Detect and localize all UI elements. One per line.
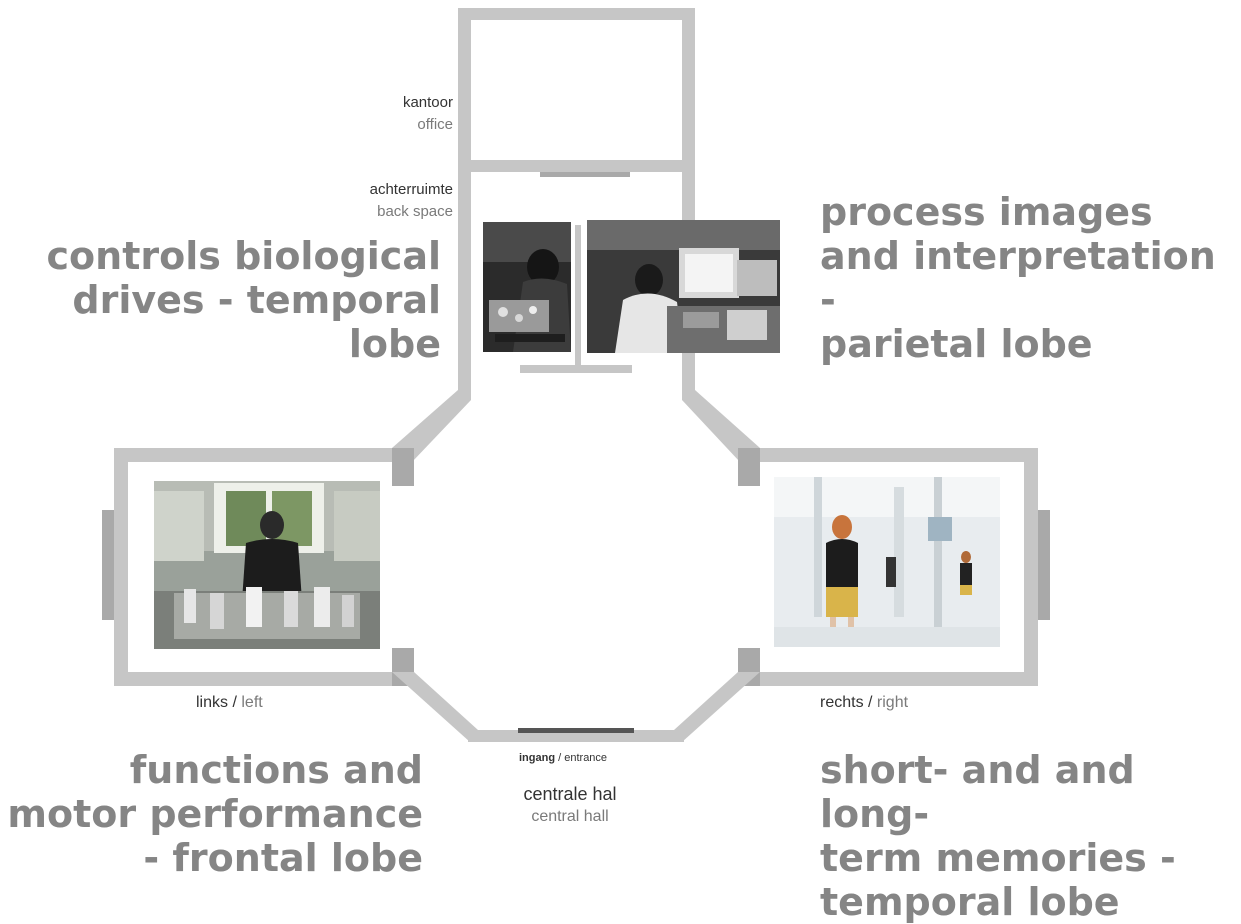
left-room-photo [154,481,380,649]
annotation-right-line-2: term memories - [820,836,1176,880]
annotation-right-top: process images and interpretation - pari… [820,190,1241,366]
annotation-back-space-line-1: controls biological [46,234,441,278]
photo-image-1 [483,222,571,352]
annotation-left-line-1: functions and [129,748,423,792]
annotation-right-top-line-1: process images [820,190,1153,234]
annotation-back-space: controls biological drives - temporal lo… [1,234,441,366]
entrance-label-en: entrance [564,752,608,764]
wall-office-divider [458,160,694,172]
back-space-label-en: back space [377,203,453,220]
wall-right-stub-top [738,448,760,486]
annotation-right-top-line-3: parietal lobe [820,322,1093,366]
right-room-label-en: right [876,694,909,711]
left-room-label-sep: / [228,694,242,711]
left-outer-door [102,510,114,620]
left-room-label: links / left [196,694,263,712]
back-space-photo-1 [483,222,571,352]
entrance-door [518,728,634,733]
back-space-door [540,172,630,177]
left-room-label-nl: links [196,694,229,711]
annotation-back-space-line-2: drives - temporal [72,278,441,322]
wall-left-bottom [114,672,414,686]
wall-left-stub-top [392,448,414,486]
back-space-stand-post [575,225,581,370]
annotation-right-line-1: short- and and long- [820,748,1135,836]
right-room-label: rechts / right [820,694,908,712]
annotation-right-top-line-2: and interpretation - [820,234,1216,322]
wall-diag-lower-right [674,672,760,742]
wall-office-left [458,8,471,400]
entrance-label-sep: / [555,752,565,764]
wall-right-outer [1024,448,1038,686]
annotation-left: functions and motor performance - fronta… [3,748,423,880]
office-label-nl: kantoor [402,94,453,111]
annotation-back-space-line-3: lobe [348,322,441,366]
wall-diag-upper-right [682,390,760,462]
central-hall-label-en: central hall [531,808,609,825]
entrance-label-nl: ingang [519,752,556,764]
wall-right-bottom [738,672,1038,686]
wall-right-top [738,448,1038,462]
floor-plan [102,8,1050,742]
photo-image-2 [587,220,780,353]
right-room-label-nl: rechts [820,694,864,711]
entrance-label: ingang / entrance [519,752,607,764]
photo-image-4 [774,477,1000,647]
plan-walls [102,8,1050,742]
wall-diag-upper-left [392,390,471,462]
right-room-photo [774,477,1000,647]
wall-diag-lower-left [392,672,478,742]
photo-image-3 [154,481,380,649]
annotation-right-line-3: temporal lobe [820,880,1120,924]
wall-office-top [458,8,694,20]
back-space-photo-2 [587,220,780,353]
central-hall-label-nl: centrale hal [523,784,617,804]
wall-left-top [114,448,414,462]
annotation-right: short- and and long- term memories - tem… [820,748,1241,924]
annotation-left-line-3: - frontal lobe [143,836,423,880]
right-room-label-sep: / [863,694,877,711]
office-label-en: office [417,116,453,133]
back-space-label-nl: achterruimte [369,181,453,198]
left-room-label-en: left [241,694,263,711]
back-space-furniture [520,225,632,373]
wall-left-outer [114,448,128,686]
annotation-left-line-2: motor performance [7,792,423,836]
right-outer-door [1038,510,1050,620]
